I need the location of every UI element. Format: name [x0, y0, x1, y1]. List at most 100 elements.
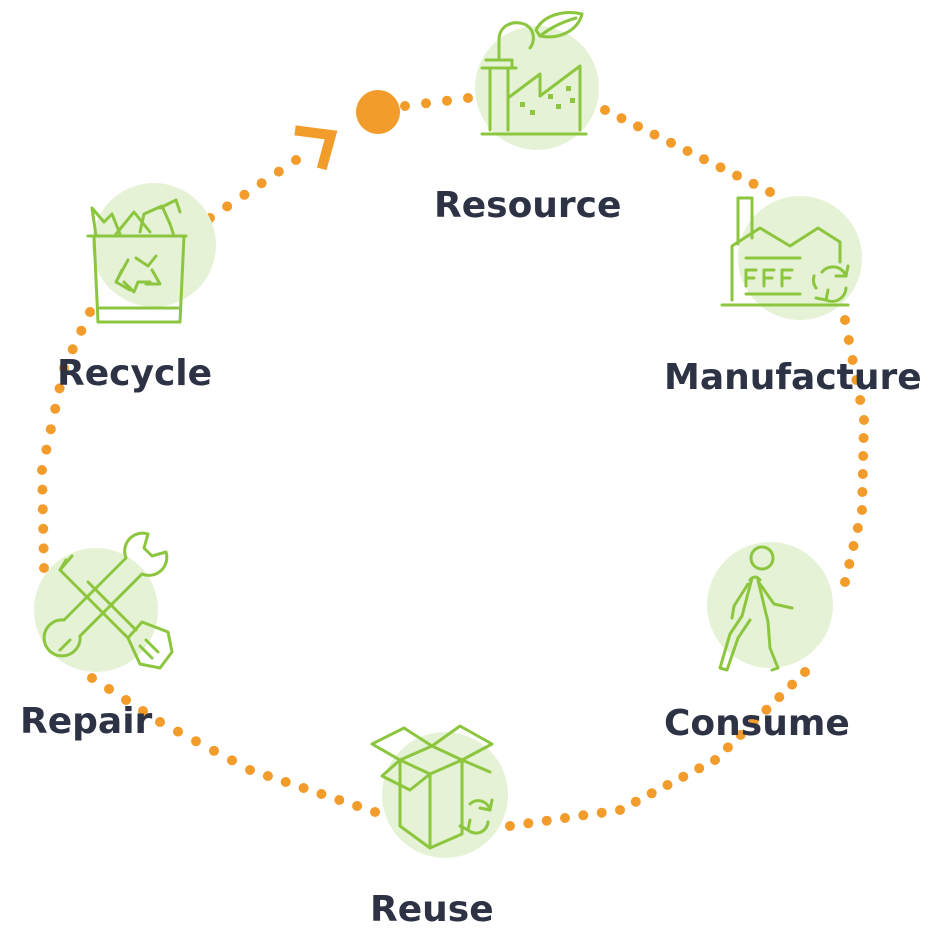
- cycle-dot: [787, 679, 798, 690]
- stage-label-resource: Resource: [434, 185, 622, 226]
- cycle-dot: [541, 815, 552, 826]
- cycle-dot: [262, 771, 273, 781]
- cycle-dotted-path: [37, 93, 869, 831]
- cycle-dot: [600, 105, 610, 115]
- cycle-dot: [732, 170, 742, 181]
- cycle-dot: [400, 101, 410, 111]
- cycle-dot: [54, 383, 65, 394]
- cycle-dot: [138, 706, 148, 716]
- cycle-dot: [722, 742, 733, 753]
- cycle-dot: [678, 771, 689, 782]
- cycle-dot: [523, 818, 534, 829]
- cycle-dot: [859, 415, 869, 425]
- cycle-dot: [291, 155, 301, 165]
- cycle-dot: [847, 355, 858, 365]
- cycle-dot: [844, 559, 855, 569]
- cycle-dot: [765, 187, 775, 197]
- cycle-dot: [840, 315, 850, 325]
- cycle-dot: [104, 684, 114, 694]
- cycle-dot: [699, 154, 709, 165]
- cycle-dot: [761, 704, 772, 715]
- cycle-dot: [800, 667, 810, 677]
- cycle-dot: [38, 543, 49, 554]
- factory-leaf-icon: [475, 11, 599, 150]
- recycle-bin-icon: [86, 183, 216, 324]
- cycle-dot: [245, 765, 255, 775]
- cycle-dot: [596, 807, 607, 818]
- cycle-dot: [840, 577, 850, 587]
- cycle-dot: [858, 433, 869, 443]
- cycle-dot: [121, 695, 131, 705]
- cycle-dot: [848, 541, 859, 551]
- cycle-dot: [67, 344, 78, 355]
- cycle-dot: [76, 325, 87, 336]
- cycle-dot: [666, 137, 676, 148]
- cycle-dot: [505, 821, 515, 831]
- cycle-dot: [316, 789, 327, 799]
- cycle-dot: [857, 505, 867, 515]
- walking-person-icon: [707, 542, 833, 672]
- cycle-dot: [442, 95, 452, 106]
- wrench-screwdriver-icon: [34, 531, 174, 672]
- cycle-dot: [852, 523, 863, 533]
- cycle-dot: [774, 692, 785, 703]
- cycle-dot: [256, 178, 267, 189]
- cycle-dot: [155, 717, 165, 727]
- cycle-dot: [857, 469, 868, 479]
- cycle-dot: [710, 755, 720, 765]
- factory-recycle-icon: [720, 196, 862, 320]
- cycle-dot: [630, 796, 641, 807]
- cycle-dot: [646, 788, 657, 799]
- cycle-dot: [50, 403, 61, 414]
- cycle-dot: [843, 335, 854, 345]
- cycle-dot: [694, 763, 705, 774]
- cycle-dot: [173, 726, 183, 737]
- cycle-dot: [857, 487, 868, 497]
- stage-label-consume: Consume: [664, 703, 850, 744]
- cycle-dot: [851, 375, 862, 385]
- stage-label-manufacture: Manufacture: [664, 357, 922, 398]
- cycle-dot: [41, 444, 52, 455]
- cycle-dot: [85, 307, 95, 317]
- cycle-dot: [334, 795, 345, 805]
- cycle-dot: [37, 484, 48, 495]
- cycle-start-dot: [356, 90, 400, 134]
- stage-label-recycle: Recycle: [57, 353, 213, 394]
- cycle-dot: [662, 780, 673, 790]
- cycle-dot: [649, 129, 660, 140]
- cycle-dot: [280, 777, 291, 787]
- cycle-dot: [37, 465, 47, 475]
- cycle-dot: [209, 745, 219, 756]
- cycle-dot: [421, 98, 431, 109]
- cycle-dot: [298, 783, 309, 793]
- cycle-dot: [370, 807, 380, 817]
- cycle-dot: [239, 189, 250, 200]
- cycle-dot: [615, 805, 625, 815]
- cycle-dot: [45, 424, 56, 435]
- cycle-dot: [578, 810, 589, 821]
- cycle-dot: [37, 504, 48, 515]
- cycle-dot: [222, 201, 233, 212]
- cycle-dot: [616, 113, 627, 124]
- cycle-dot: [352, 801, 363, 811]
- cycle-dot: [682, 146, 693, 156]
- box-recycle-icon: [370, 724, 508, 858]
- cycle-dot: [273, 166, 284, 177]
- cycle-dot: [59, 363, 69, 373]
- cycle-dot: [191, 736, 201, 747]
- cycle-dot: [633, 121, 643, 132]
- stage-label-repair: Repair: [20, 701, 153, 742]
- cycle-dot: [735, 729, 746, 740]
- cycle-dot: [463, 93, 473, 103]
- stage-label-reuse: Reuse: [370, 889, 494, 930]
- cycle-dot: [87, 673, 97, 683]
- cycle-dot: [38, 523, 49, 534]
- cycle-dot: [855, 395, 866, 405]
- cycle-dot: [748, 178, 759, 189]
- cycle-dot: [748, 717, 759, 728]
- cycle-arrowhead-icon: [294, 125, 338, 171]
- cycle-dot: [560, 813, 570, 823]
- cycle-dot: [39, 563, 49, 573]
- cycle-dot: [858, 451, 869, 461]
